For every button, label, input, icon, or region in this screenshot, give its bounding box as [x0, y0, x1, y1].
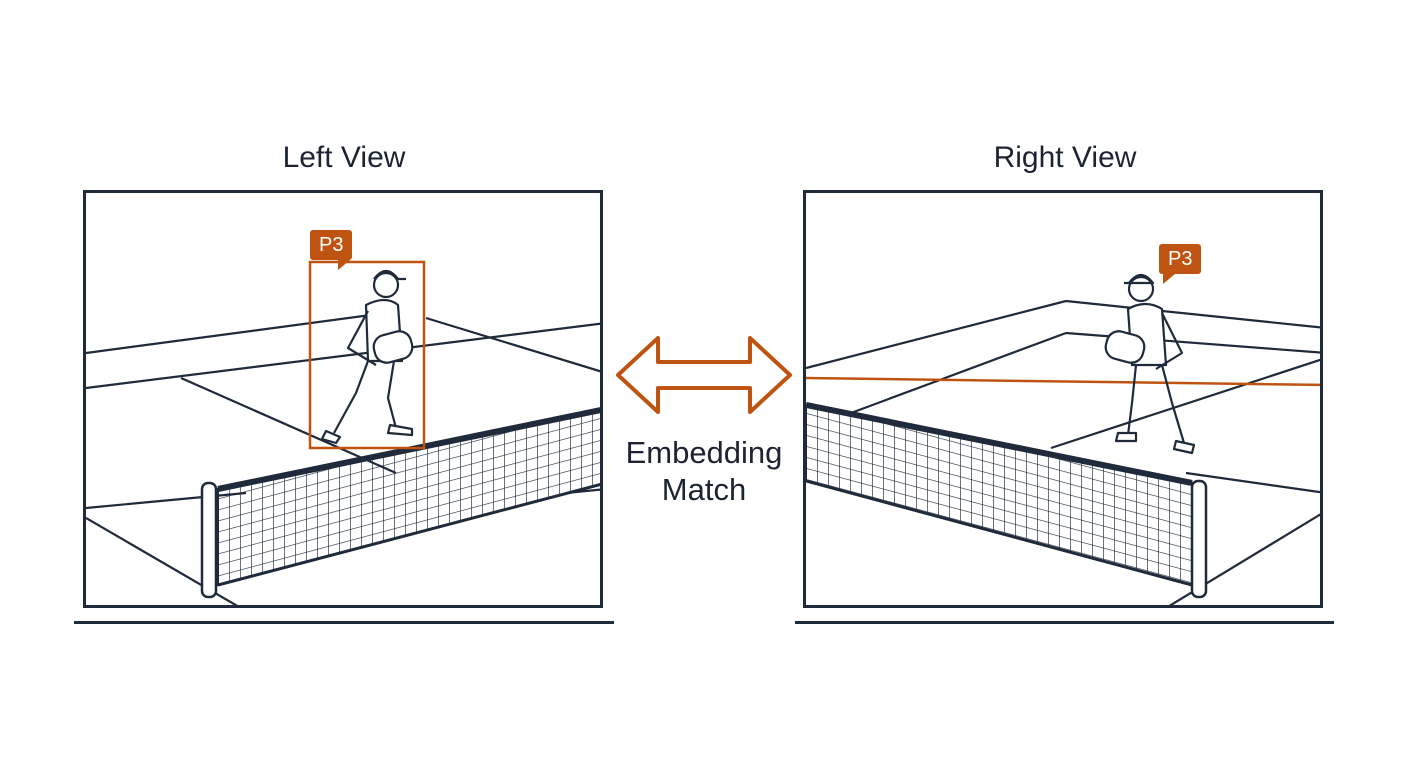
net: [806, 402, 1208, 599]
net: [200, 407, 600, 599]
pickleball-player-icon: [1104, 273, 1196, 455]
right-player-tag: P3: [1159, 244, 1202, 284]
court-lines: [86, 311, 600, 605]
left-view-title: Left View: [282, 141, 406, 174]
left-player-tag: P3: [310, 230, 353, 270]
embedding-match-label-line2: Match: [661, 472, 747, 507]
left-baseline-rule: [74, 621, 614, 624]
epipolar-line: [806, 376, 1320, 387]
net-post: [200, 481, 218, 599]
right-view-panel: [803, 190, 1323, 608]
pickleball-player-icon: [320, 269, 414, 445]
right-court-scene: [806, 273, 1320, 605]
embedding-match-label-line1: Embedding: [625, 435, 783, 470]
net-post: [1190, 479, 1208, 599]
double-headed-arrow-icon: [616, 336, 792, 414]
left-court-scene: [86, 260, 600, 605]
right-view-title: Right View: [993, 141, 1137, 174]
right-baseline-rule: [795, 621, 1334, 624]
player-bounding-box: [308, 260, 426, 450]
court-lines: [806, 299, 1320, 605]
